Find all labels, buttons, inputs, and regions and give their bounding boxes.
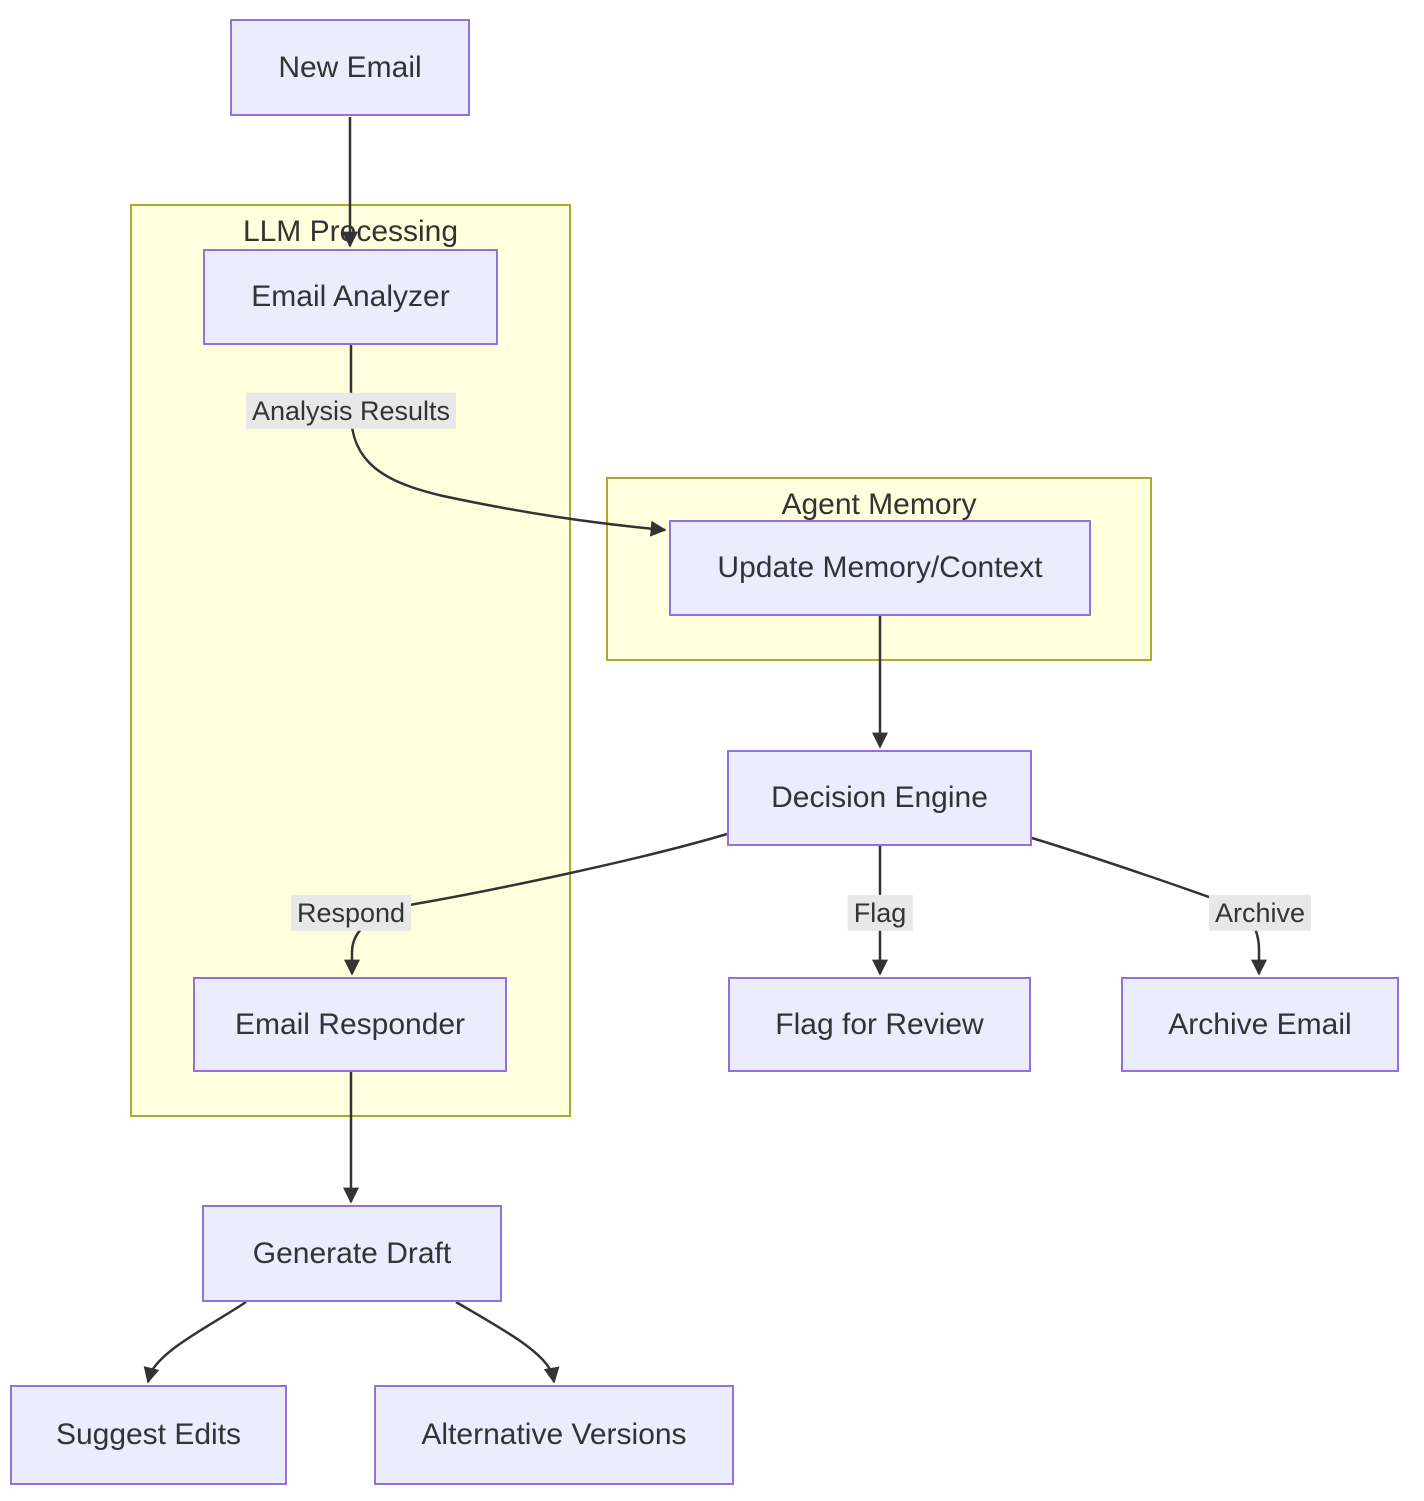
node-decision-engine: Decision Engine <box>727 750 1032 846</box>
edge-label-flag: Flag <box>847 894 913 932</box>
edge-label-analysis-results: Analysis Results <box>245 392 457 430</box>
node-update-memory-context: Update Memory/Context <box>669 520 1091 616</box>
node-archive-email-label: Archive Email <box>1168 1007 1352 1041</box>
node-suggest-edits-label: Suggest Edits <box>55 1418 242 1451</box>
edge-generate-draft-to-suggest-edits <box>143 1300 247 1384</box>
node-archive-email: Archive Email <box>1121 977 1399 1072</box>
subgraph-agent-memory-title: Agent Memory <box>781 488 977 521</box>
node-update-memory-context-label: Update Memory/Context <box>717 551 1043 584</box>
edge-label-archive: Archive <box>1208 894 1312 932</box>
node-generate-draft-label: Generate Draft <box>252 1236 452 1270</box>
edge-label-respond: Respond <box>290 894 412 932</box>
node-generate-draft: Generate Draft <box>202 1205 502 1302</box>
node-email-responder-label: Email Responder <box>234 1007 466 1041</box>
node-new-email-label: New Email <box>278 50 422 84</box>
edge-generate-draft-to-alternative-versions <box>455 1300 560 1384</box>
node-email-analyzer: Email Analyzer <box>203 249 498 345</box>
node-email-analyzer-label: Email Analyzer <box>251 280 450 313</box>
node-decision-engine-label: Decision Engine <box>771 781 988 814</box>
node-new-email: New Email <box>230 19 470 116</box>
node-suggest-edits: Suggest Edits <box>10 1385 287 1485</box>
node-flag-for-review-label: Flag for Review <box>775 1007 984 1041</box>
node-email-responder: Email Responder <box>193 977 507 1072</box>
node-alternative-versions: Alternative Versions <box>374 1385 734 1485</box>
node-alternative-versions-label: Alternative Versions <box>421 1418 687 1451</box>
node-flag-for-review: Flag for Review <box>728 977 1031 1072</box>
edge-email-analyzer-to-update-memory-context <box>349 345 667 537</box>
